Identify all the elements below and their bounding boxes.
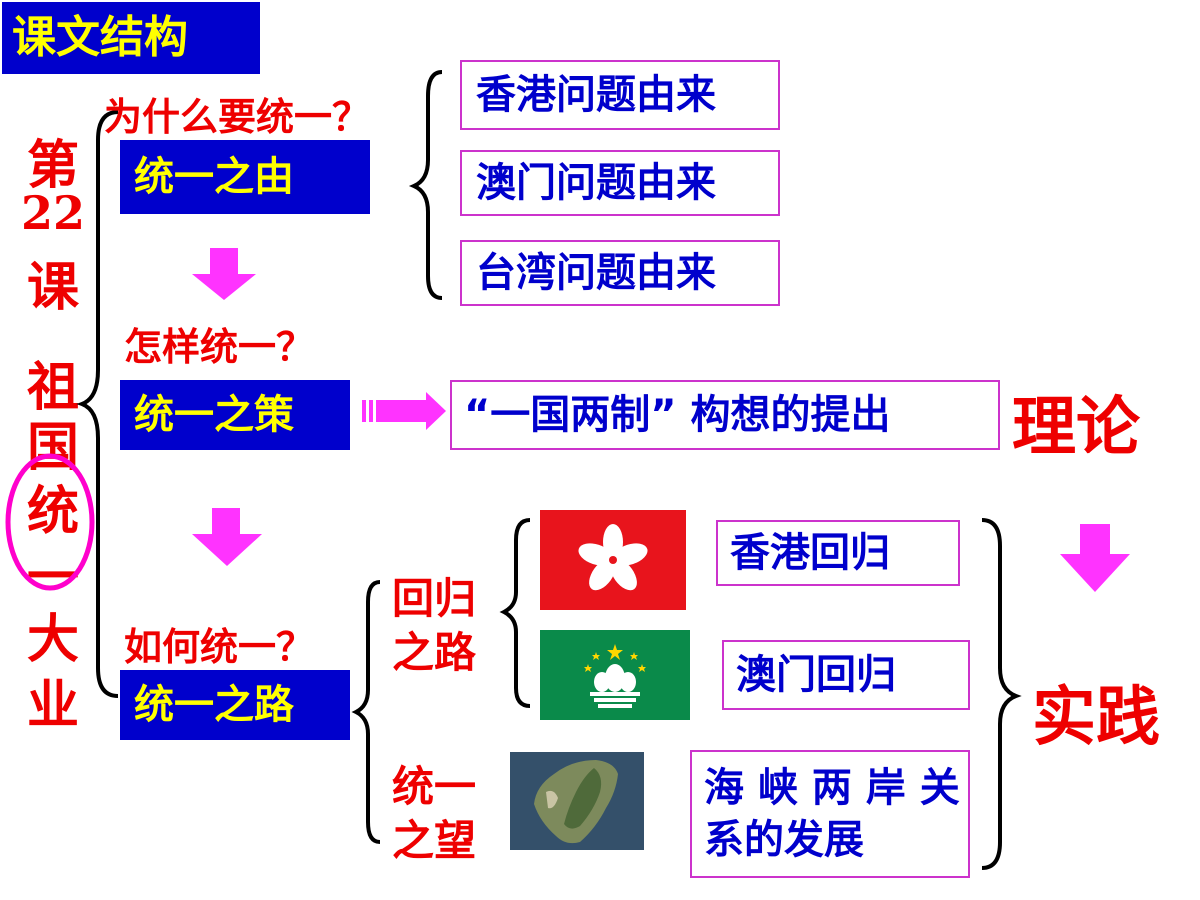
cross-strait-line-1: 海 峡 两 岸 关 [704, 765, 960, 811]
stage-reason: 统一之由 [120, 140, 370, 214]
down-arrow-icon [1060, 524, 1130, 592]
policy-one-country-two-systems: “一国两制” 构想的提出 [450, 380, 1000, 450]
macau-flag-icon [540, 630, 690, 720]
origin-taiwan: 台湾问题由来 [460, 240, 780, 306]
lesson-char-1: 第 [26, 136, 79, 196]
lesson-char-8: 大 [26, 610, 79, 670]
hope-line-1: 统一 [392, 762, 477, 811]
lesson-char-3: 课 [26, 258, 79, 318]
return-path-line-1: 回归 [392, 574, 477, 623]
left-brace [76, 110, 119, 698]
right-arrow-icon [362, 392, 446, 430]
macau-return: 澳门回归 [722, 640, 970, 710]
question-how: 怎样统一？ [124, 325, 315, 369]
hong-kong-flag-icon [540, 510, 686, 610]
origin-macau: 澳门问题由来 [460, 150, 780, 216]
stage-policy: 统一之策 [120, 380, 350, 450]
practice-label: 实践 [1032, 681, 1160, 755]
hope-line-2: 之望 [392, 816, 477, 865]
practice-brace [981, 518, 1022, 870]
down-arrow-icon [192, 248, 256, 300]
taiwan-satellite-image [510, 752, 644, 850]
lesson-char-6: 统 [26, 482, 79, 542]
return-path-line-2: 之路 [392, 628, 477, 677]
return-path-label: 回归 之路 [392, 572, 476, 680]
origin-hong-kong: 香港问题由来 [460, 60, 780, 130]
path-brace [351, 580, 381, 844]
stage-path: 统一之路 [120, 670, 350, 740]
cross-strait-relations: 海 峡 两 岸 关 系的发展 [690, 750, 970, 878]
hong-kong-return: 香港回归 [716, 520, 960, 586]
question-why: 为什么要统一？ [104, 95, 371, 139]
page-title: 课文结构 [2, 2, 260, 74]
cross-strait-line-2: 系的发展 [704, 817, 864, 863]
lesson-char-9: 业 [26, 676, 79, 736]
theory-label: 理论 [1012, 391, 1140, 465]
question-how-way: 如何统一？ [124, 625, 315, 669]
lesson-char-4: 祖 [26, 358, 79, 418]
hope-label: 统一 之望 [392, 760, 476, 868]
down-arrow-icon [192, 508, 262, 566]
lesson-char-2: 22 [20, 186, 85, 240]
highlight-circle [5, 453, 95, 591]
origins-brace [408, 70, 443, 300]
flags-brace [499, 518, 531, 708]
